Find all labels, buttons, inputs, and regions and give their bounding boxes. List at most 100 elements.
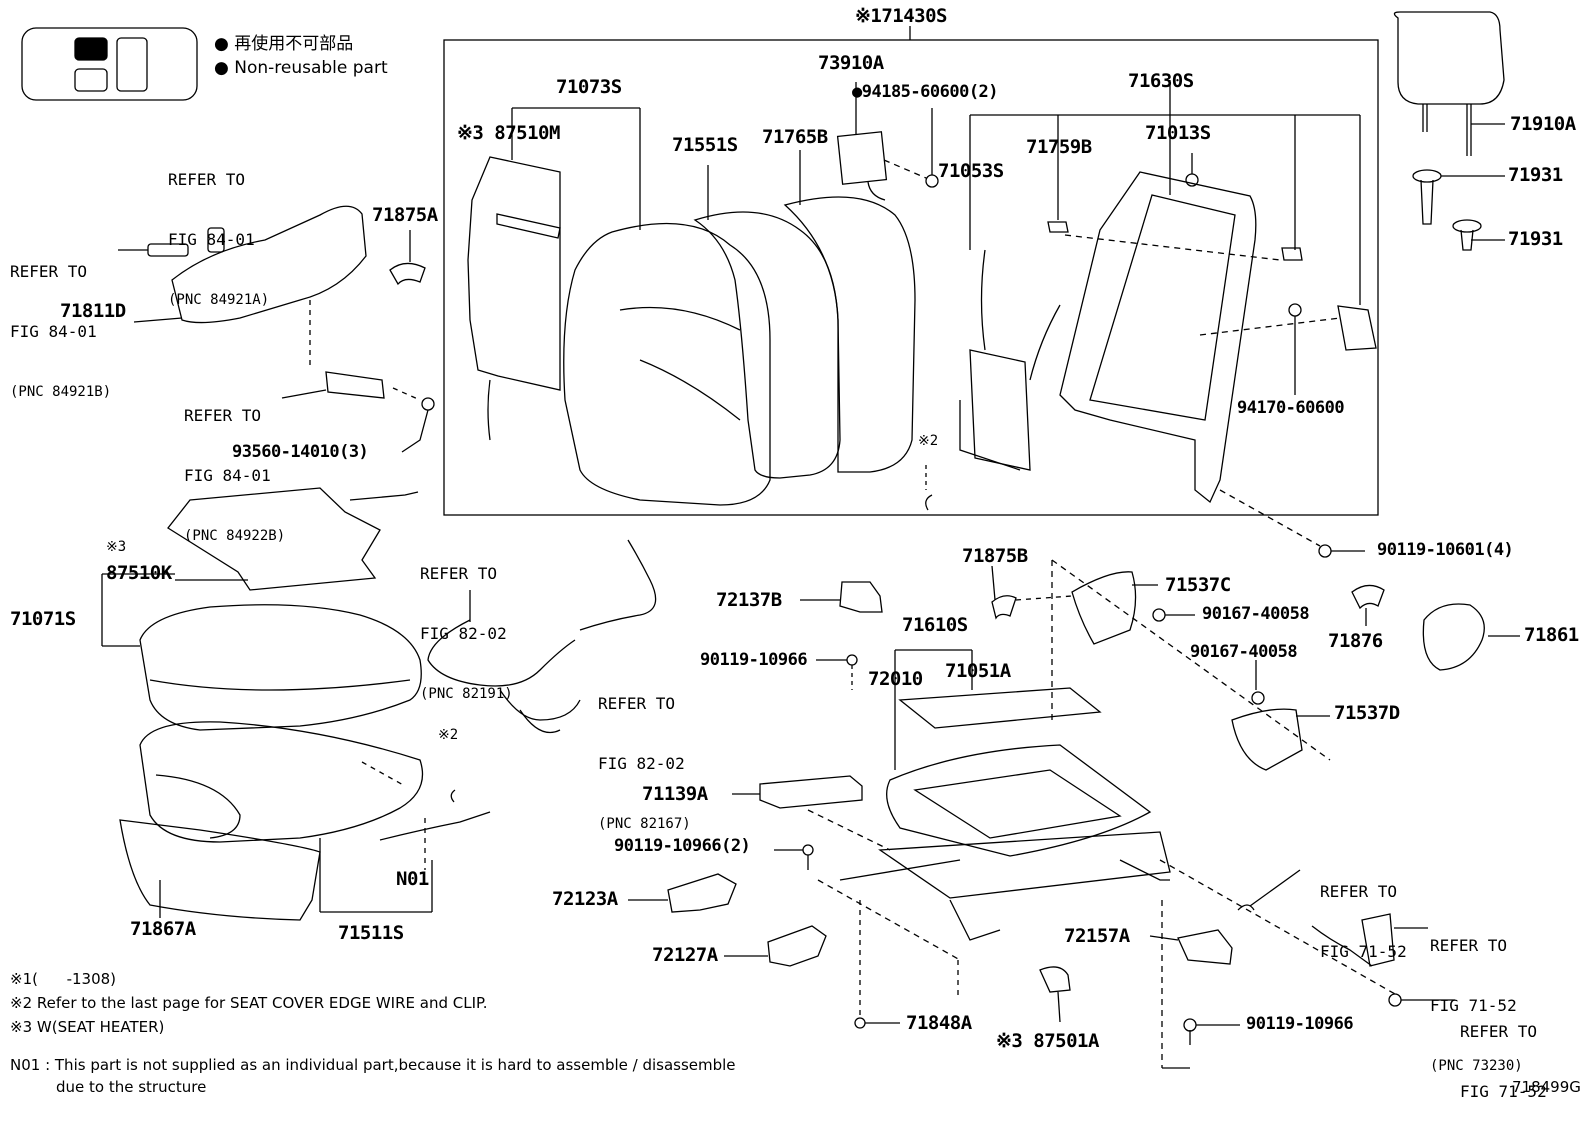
part-71765B[interactable]: 71765B: [762, 126, 828, 148]
seatback-cover-71073S: [563, 222, 771, 506]
refer-84922B-line3: (PNC 84922B): [184, 528, 286, 544]
part-90119-10601[interactable]: 90119-10601(4): [1377, 540, 1514, 560]
seatback-spring-71053S: [959, 115, 1061, 471]
part-72137B[interactable]: 72137B: [716, 589, 782, 611]
headrest-guide-71931: [1412, 169, 1505, 251]
part-90119-10966-b[interactable]: 90119-10966: [1246, 1014, 1354, 1034]
part-71867A[interactable]: 71867A: [130, 918, 196, 940]
part-71931-lower[interactable]: 71931: [1508, 228, 1563, 250]
refer-71-52-a-line2: FIG 71-52: [1320, 942, 1407, 961]
refer-82191-line2: FIG 82-02: [420, 624, 507, 643]
refer-82191-line3: (PNC 82191): [420, 686, 513, 702]
part-71551S[interactable]: 71551S: [672, 134, 738, 156]
part-71073S[interactable]: 71073S: [556, 76, 622, 98]
refer-84921A-line2: FIG 84-01: [168, 230, 255, 249]
note-N01-line1: N01 : This part is not supplied as an in…: [10, 1056, 736, 1074]
legend-en: ● Non-reusable part: [214, 58, 388, 78]
part-71511S[interactable]: 71511S: [338, 922, 404, 944]
note-2: ※2 Refer to the last page for SEAT COVER…: [10, 994, 488, 1012]
part-71848A[interactable]: 71848A: [906, 1012, 972, 1034]
seat-frame-71610S: [839, 649, 1171, 941]
part-71537D[interactable]: 71537D: [1334, 702, 1400, 724]
refer-73230-line2: FIG 71-52: [1430, 996, 1517, 1015]
part-71610S[interactable]: 71610S: [902, 614, 968, 636]
part-71876[interactable]: 71876: [1328, 630, 1383, 652]
cushion-cover-71071S: [139, 604, 422, 731]
cover-72123A: [667, 873, 737, 913]
seatback-pad-71765B: [783, 196, 916, 473]
refer-84921A-line3: (PNC 84921A): [168, 292, 270, 308]
seatback-pad-71551S: [693, 211, 841, 479]
cover-71875B: [991, 595, 1017, 620]
part-72123A[interactable]: 72123A: [552, 888, 618, 910]
part-71811D[interactable]: 71811D: [60, 300, 126, 322]
refer-82167-line1: REFER TO: [598, 694, 676, 713]
part-94170-60600[interactable]: 94170-60600: [1237, 398, 1345, 418]
svg-text:※2: ※2: [918, 433, 938, 449]
part-71053S[interactable]: 71053S: [938, 160, 1004, 182]
refer-82191[interactable]: REFER TO FIG 82-02 (PNC 82191): [420, 524, 513, 724]
refer-82167[interactable]: REFER TO FIG 82-02 (PNC 82167): [598, 654, 691, 854]
part-72157A[interactable]: 72157A: [1064, 925, 1130, 947]
refer-84922B[interactable]: REFER TO FIG 84-01 (PNC 84922B): [184, 366, 285, 566]
cushion-heater-87510K: [167, 487, 381, 591]
headrest-71910A: [1393, 11, 1505, 156]
refer-73230-line1: REFER TO: [1430, 936, 1508, 955]
seatback-heater-87510M: [467, 156, 561, 391]
part-71071S[interactable]: 71071S: [10, 608, 76, 630]
figure-id: 718499G: [1512, 1078, 1581, 1096]
part-71875B[interactable]: 71875B: [962, 545, 1028, 567]
part-90119-10966-2[interactable]: 90119-10966(2): [614, 836, 751, 856]
part-71537C[interactable]: 71537C: [1165, 574, 1231, 596]
part-71013S[interactable]: 71013S: [1145, 122, 1211, 144]
part-72010[interactable]: 72010: [868, 668, 923, 690]
seatback-assembly-frame: [443, 39, 1379, 516]
part-71931-upper[interactable]: 71931: [1508, 164, 1563, 186]
front-cover-71867A: [119, 819, 321, 921]
refer-71-52-a-line1: REFER TO: [1320, 882, 1398, 901]
seatback-frame-71630S: [970, 80, 1361, 504]
knob-71861: [1422, 603, 1485, 671]
shield-71537D: [1231, 708, 1303, 771]
part-71630S[interactable]: 71630S: [1128, 70, 1194, 92]
part-71139A[interactable]: 71139A: [642, 783, 708, 805]
part-90119-10966-a[interactable]: 90119-10966: [700, 650, 808, 670]
cover-71875A: [389, 262, 426, 286]
cover-72157A: [1177, 929, 1233, 965]
note-1: ※1( -1308): [10, 970, 117, 988]
part-87510M[interactable]: ※3 87510M: [457, 122, 560, 144]
refer-73230[interactable]: REFER TO FIG 71-52 (PNC 73230): [1430, 896, 1523, 1096]
refer-84921B[interactable]: REFER TO FIG 84-01 (PNC 84921B): [10, 222, 111, 422]
part-87510K[interactable]: 87510K: [106, 562, 172, 584]
part-87501A[interactable]: ※3 87501A: [996, 1030, 1099, 1052]
cover-72137B: [839, 581, 883, 613]
refer-82191-line1: REFER TO: [420, 564, 498, 583]
side-shield-71811D: [118, 205, 367, 368]
part-N01[interactable]: N01: [396, 868, 429, 890]
part-71910A[interactable]: 71910A: [1510, 113, 1576, 135]
refer-84922B-line1: REFER TO: [184, 406, 262, 425]
refer-71-52-b[interactable]: REFER TO FIG 71-52: [1460, 982, 1547, 1122]
lever-cover: [1337, 305, 1377, 351]
part-71759B[interactable]: 71759B: [1026, 136, 1092, 158]
part-71875A[interactable]: 71875A: [372, 204, 438, 226]
part-71430S[interactable]: ※171430S: [855, 5, 948, 27]
part-94185-60600[interactable]: ●94185-60600(2): [852, 82, 999, 102]
part-71861[interactable]: 71861: [1524, 624, 1579, 646]
sensor-87501A: [1039, 966, 1071, 993]
part-71051A[interactable]: 71051A: [945, 660, 1011, 682]
refer-84921A[interactable]: REFER TO FIG 84-01 (PNC 84921A): [168, 130, 269, 330]
refer-84921B-line1: REFER TO: [10, 262, 88, 281]
part-90167-40058-a[interactable]: 90167-40058: [1202, 604, 1310, 624]
legend-box: [21, 27, 198, 101]
part-72127A[interactable]: 72127A: [652, 944, 718, 966]
part-93560-14010[interactable]: 93560-14010(3): [232, 442, 369, 462]
shield-71537C: [1071, 571, 1137, 645]
refer-84921A-line1: REFER TO: [168, 170, 246, 189]
seat-wire-harness: [427, 539, 657, 734]
refer-71-52-b-line2: FIG 71-52: [1460, 1082, 1547, 1101]
refer-71-52-a[interactable]: REFER TO FIG 71-52: [1320, 842, 1407, 982]
seatbelt-buckle: [1159, 859, 1455, 1007]
part-73910A[interactable]: 73910A: [818, 52, 884, 74]
part-90167-40058-b[interactable]: 90167-40058: [1190, 642, 1298, 662]
